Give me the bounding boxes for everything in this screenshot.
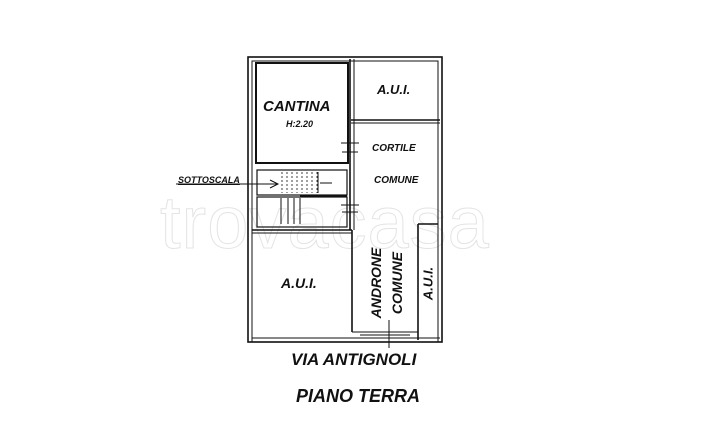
cantina-height-label: H:2.20 bbox=[286, 119, 314, 129]
androne-label: ANDRONE bbox=[368, 247, 384, 319]
cortile-label: CORTILE bbox=[372, 143, 416, 154]
sottoscala-label: SOTTOSCALA bbox=[178, 175, 240, 185]
cantina-label: CANTINA bbox=[263, 98, 331, 115]
aui-right-strip-label: A.U.I. bbox=[420, 266, 436, 301]
street-label: VIA ANTIGNOLI bbox=[291, 350, 417, 369]
floor-label: PIANO TERRA bbox=[296, 386, 421, 406]
aui-bottom-left-label: A.U.I. bbox=[281, 275, 317, 291]
cortile-comune-label: COMUNE bbox=[374, 175, 419, 186]
androne-comune-label: COMUNE bbox=[389, 251, 405, 315]
aui-top-right-label: A.U.I. bbox=[377, 82, 411, 97]
